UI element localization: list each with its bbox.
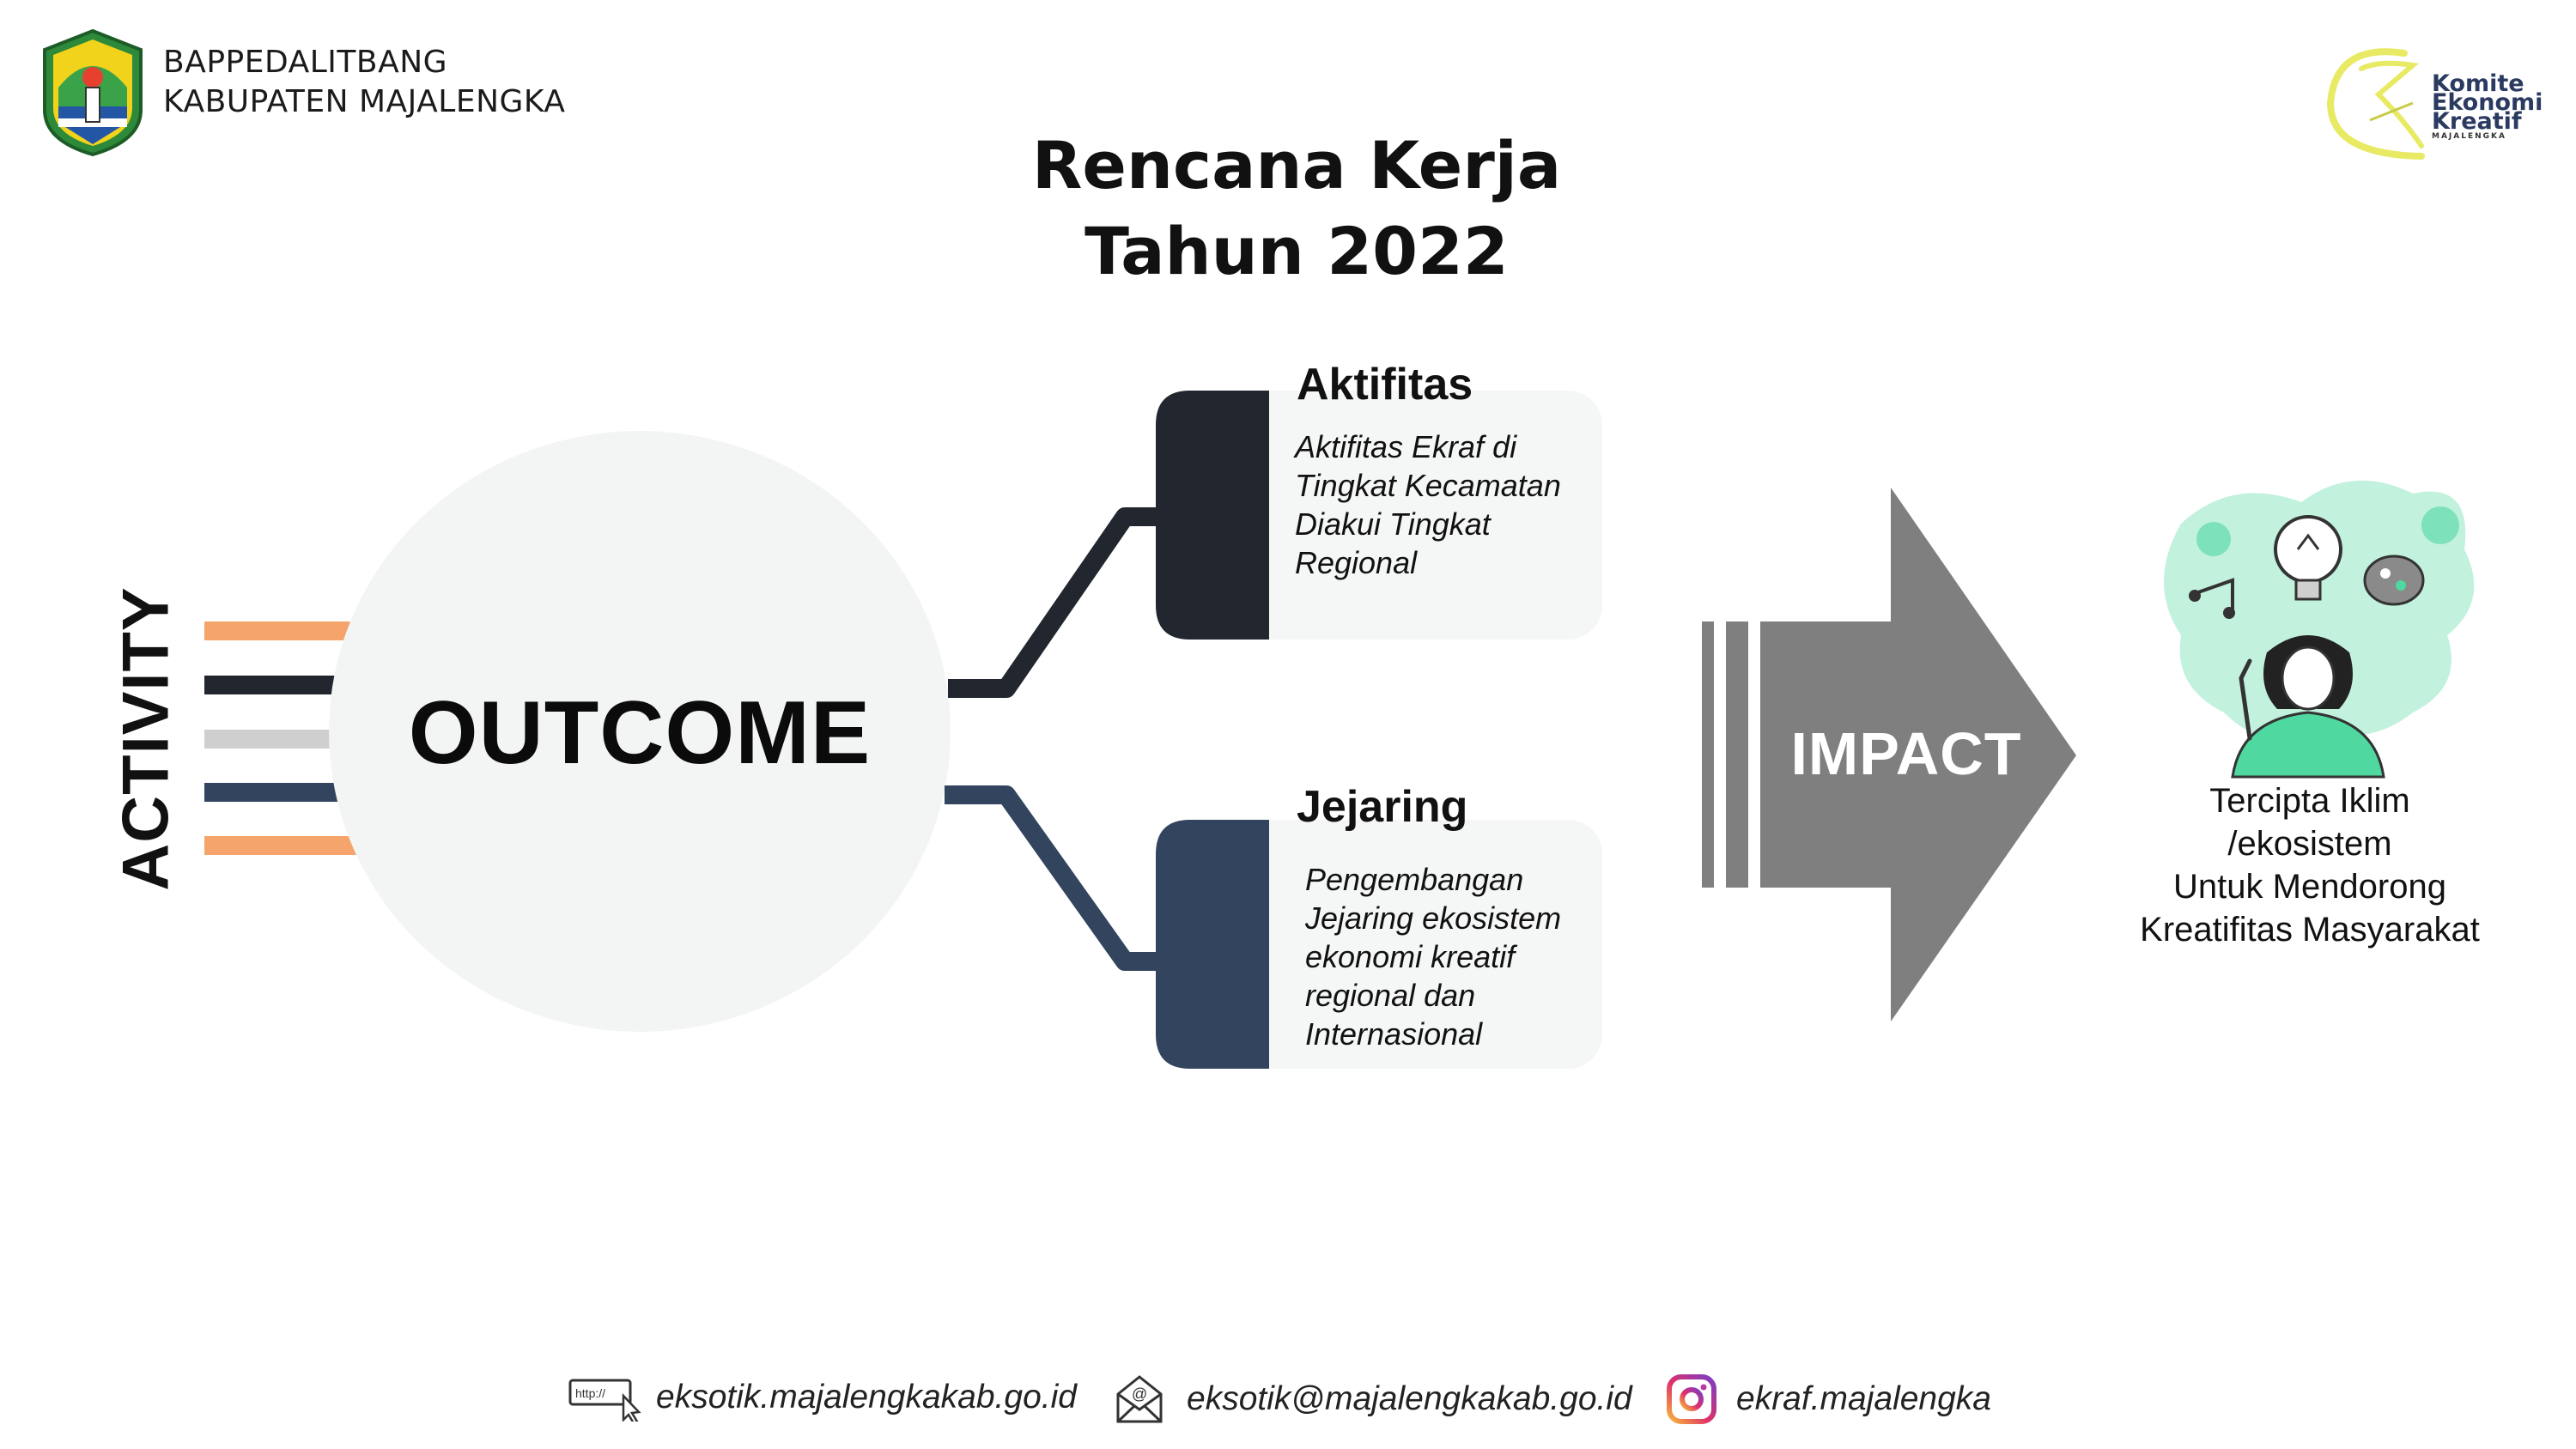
instagram-icon	[1667, 1374, 1716, 1424]
envelope-icon: @	[1116, 1375, 1163, 1423]
page-title-line1: Rencana Kerja	[1031, 127, 1562, 203]
jejaring-heading: Jejaring	[1297, 782, 1468, 832]
activity-line-orange-top	[204, 621, 359, 640]
activity-label: ACTIVITY	[52, 586, 240, 890]
footer-website[interactable]: http:// eksotik.majalengkakab.go.id	[567, 1373, 1077, 1422]
svg-text:@: @	[1132, 1385, 1147, 1403]
connector-to-jejaring	[945, 785, 1164, 971]
creative-woman-illustration	[2164, 480, 2475, 779]
connector-to-aktifitas	[948, 507, 1164, 698]
activity-line-navy	[204, 783, 359, 802]
komite-ekonomi-kreatif-logo	[2326, 48, 2425, 160]
website-link[interactable]: eksotik.majalengkakab.go.id	[656, 1379, 1077, 1416]
activity-line-orange-bottom	[204, 836, 359, 855]
partner-logo-line1: Komite	[2432, 70, 2524, 97]
partner-logo-line4: MAJALENGKA	[2432, 132, 2506, 141]
activity-label-text: ACTIVITY	[109, 585, 183, 891]
footer-instagram[interactable]: ekraf.majalengka	[1666, 1373, 1991, 1425]
email-link[interactable]: eksotik@majalengkakab.go.id	[1187, 1380, 1632, 1417]
org-name-line1: BAPPEDALITBANG	[163, 45, 448, 80]
aktifitas-body: Aktifitas Ekraf di Tingkat Kecamatan Dia…	[1295, 429, 1561, 580]
impact-description: Tercipta Iklim /ekosistem Untuk Mendoron…	[2140, 782, 2480, 949]
impact-arrow-stripe-2	[1726, 621, 1748, 888]
partner-logo-line2: Ekonomi	[2432, 89, 2543, 116]
aktifitas-box-tab	[1156, 391, 1269, 640]
outcome-circle	[329, 431, 951, 1032]
org-name-line2: KABUPATEN MAJALENGKA	[163, 84, 566, 119]
jejaring-box-tab	[1156, 820, 1269, 1069]
activity-line-dark	[204, 676, 359, 694]
web-cursor-icon: http://	[568, 1379, 641, 1422]
outcome-label: OUTCOME	[408, 683, 872, 783]
jejaring-body: Pengembangan Jejaring ekosistem ekonomi …	[1305, 862, 1562, 1052]
impact-label: IMPACT	[1790, 720, 2022, 787]
aktifitas-heading: Aktifitas	[1297, 360, 1473, 409]
activity-line-gray	[204, 730, 359, 749]
instagram-link[interactable]: ekraf.majalengka	[1736, 1380, 1991, 1417]
website-icon-text: http://	[575, 1386, 605, 1400]
impact-arrow	[1760, 488, 2076, 1022]
partner-logo-line3: Kreatif	[2432, 108, 2522, 135]
majalengka-crest-logo	[43, 28, 143, 157]
page-title-line2: Tahun 2022	[1084, 213, 1509, 289]
footer-email[interactable]: @ eksotik@majalengkakab.go.id	[1113, 1372, 1632, 1427]
impact-arrow-stripe-1	[1702, 621, 1714, 888]
